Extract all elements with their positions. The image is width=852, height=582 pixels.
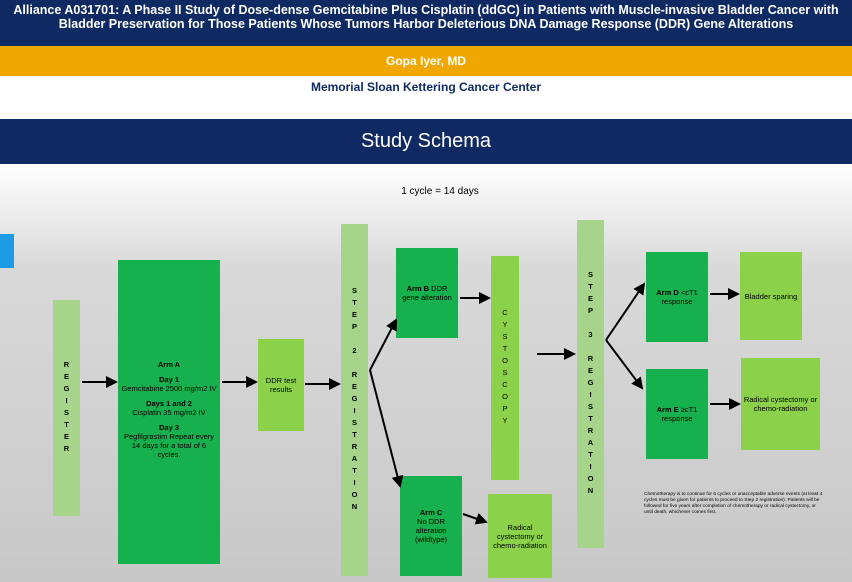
institution-name: Memorial Sloan Kettering Cancer Center (310, 80, 542, 94)
arm-a-day3: Day 3 Pegfilgrastim Repeat every 14 days… (123, 422, 215, 459)
arrow-arm-c-to-outcome (462, 513, 488, 525)
step2-registration-box: STEP 2 REGISTRATION (341, 224, 368, 576)
arm-a-days12: Days 1 and 2 Cisplatin 35 mg/m2 IV (132, 398, 206, 417)
arrow-step2-to-arm-b (369, 318, 397, 371)
arm-c-outcome-box: Radical cystectomy or chemo-radiation (488, 494, 552, 578)
step3-registration-box: STEP 3 REGISTRATION (577, 220, 604, 548)
arrow-step3-to-arm-e (605, 339, 644, 390)
arrow-step2-to-arm-c (369, 369, 404, 488)
arm-a-title: Arm A (157, 359, 181, 369)
arm-b-box: Arm B DDR gene alteration (396, 248, 458, 338)
author-name: Gopa Iyer, MD (0, 46, 852, 76)
cycle-note: 1 cycle = 14 days (401, 186, 479, 197)
register-box: REGISTER (53, 300, 80, 516)
ddr-test-box: DDR test results (258, 339, 304, 431)
arm-e-box: Arm E ≥cT1 response (646, 369, 708, 459)
arm-a-day1: Day 1 Gemcitabine 2500 mg/m2 IV (121, 374, 217, 393)
footnote: Chemotherapy is to continue for 6 cycles… (644, 492, 823, 515)
arm-a-box: Arm A Day 1 Gemcitabine 2500 mg/m2 IV Da… (118, 260, 220, 564)
arm-d-box: Arm D <cT1 response (646, 252, 708, 342)
section-title: Study Schema (0, 119, 852, 164)
arm-d-outcome-box: Bladder sparing (740, 252, 802, 340)
cystoscopy-box: CYSTOSCOPY (491, 256, 519, 480)
study-title: Alliance A031701: A Phase II Study of Do… (0, 0, 852, 46)
arm-e-outcome-box: Radical cystectomy or chemo-radiation (741, 358, 820, 450)
arrow-step3-to-arm-d (605, 282, 646, 341)
side-tab (0, 234, 14, 268)
